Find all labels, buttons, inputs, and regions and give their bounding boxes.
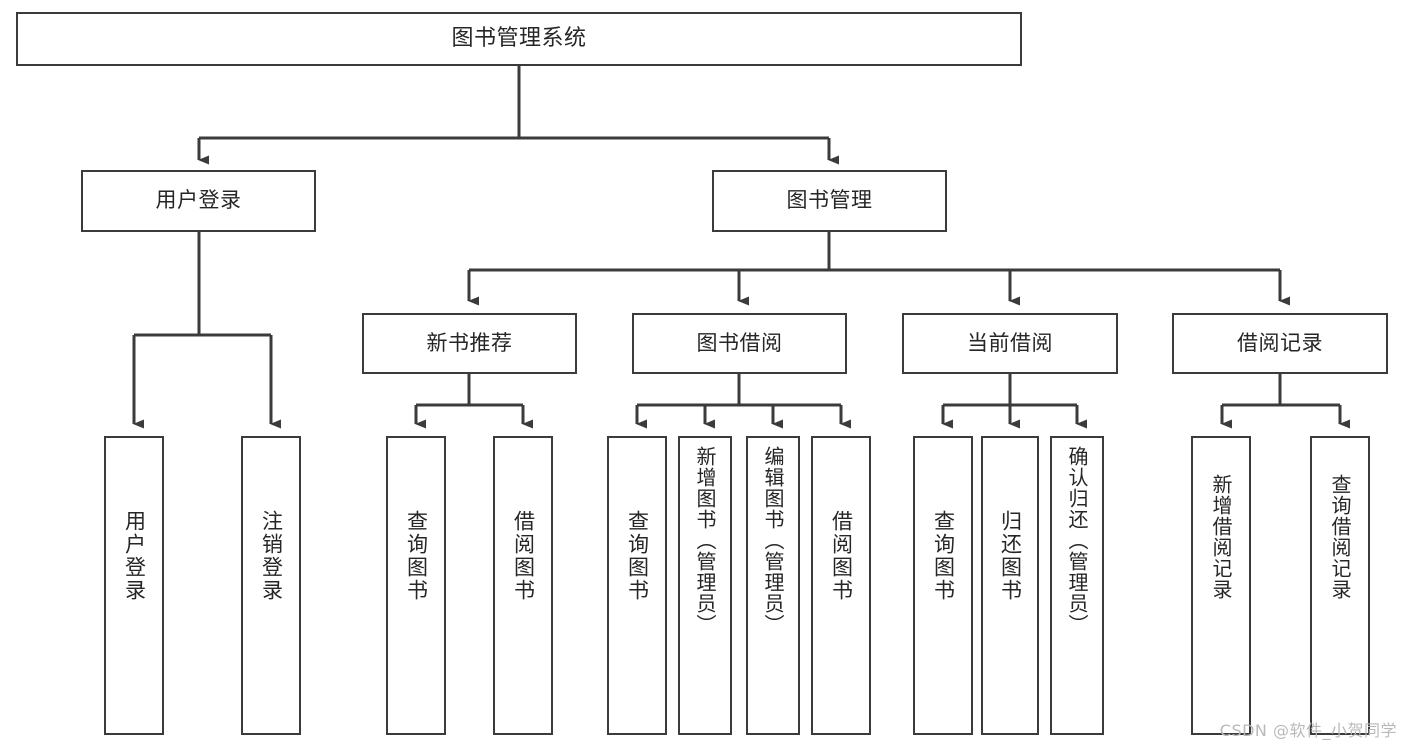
- node-leaf-borrow-book-1-label: 借阅图书: [511, 510, 536, 602]
- node-leaf-add-book[interactable]: 新增图书（管理员）: [678, 436, 732, 735]
- node-leaf-borrow-book-2[interactable]: 借阅图书: [811, 436, 871, 735]
- node-leaf-user-login-label: 用户登录: [122, 510, 147, 602]
- node-leaf-edit-book[interactable]: 编辑图书（管理员）: [746, 436, 800, 735]
- node-leaf-query-book-1-label: 查询图书: [404, 510, 429, 602]
- node-user-login-label: 用户登录: [155, 188, 242, 213]
- node-leaf-add-record[interactable]: 新增借阅记录: [1191, 436, 1251, 735]
- node-borrow-record-label: 借阅记录: [1237, 330, 1323, 355]
- node-leaf-add-book-label: 新增图书（管理员）: [693, 446, 717, 635]
- node-book-borrow-label: 图书借阅: [696, 330, 783, 355]
- node-new-book-rec[interactable]: 新书推荐: [362, 313, 577, 374]
- node-leaf-logout[interactable]: 注销登录: [241, 436, 301, 735]
- node-leaf-query-record-label: 查询借阅记录: [1328, 474, 1352, 600]
- node-leaf-query-book-2-label: 查询图书: [625, 510, 650, 602]
- node-leaf-confirm-return[interactable]: 确认归还（管理员）: [1050, 436, 1104, 735]
- node-leaf-logout-label: 注销登录: [259, 510, 284, 602]
- node-leaf-query-record[interactable]: 查询借阅记录: [1310, 436, 1370, 735]
- node-root-label: 图书管理系统: [451, 25, 587, 51]
- node-book-borrow[interactable]: 图书借阅: [632, 313, 847, 374]
- node-leaf-query-book-3[interactable]: 查询图书: [913, 436, 973, 735]
- node-leaf-add-record-label: 新增借阅记录: [1209, 474, 1233, 600]
- node-leaf-query-book-1[interactable]: 查询图书: [386, 436, 446, 735]
- node-leaf-edit-book-label: 编辑图书（管理员）: [761, 446, 785, 635]
- node-current-borrow[interactable]: 当前借阅: [902, 313, 1118, 374]
- node-leaf-confirm-return-label: 确认归还（管理员）: [1065, 446, 1089, 635]
- node-new-book-rec-label: 新书推荐: [426, 330, 513, 355]
- node-leaf-borrow-book-2-label: 借阅图书: [829, 510, 854, 602]
- node-book-manage-label: 图书管理: [786, 188, 873, 213]
- node-current-borrow-label: 当前借阅: [967, 330, 1053, 355]
- node-borrow-record[interactable]: 借阅记录: [1172, 313, 1388, 374]
- node-leaf-return-book-label: 归还图书: [998, 510, 1023, 602]
- node-leaf-user-login[interactable]: 用户登录: [104, 436, 164, 735]
- node-leaf-query-book-2[interactable]: 查询图书: [607, 436, 667, 735]
- csdn-watermark: CSDN @软件_小贺同学: [1219, 721, 1397, 740]
- node-leaf-borrow-book-1[interactable]: 借阅图书: [493, 436, 553, 735]
- node-book-manage[interactable]: 图书管理: [712, 170, 947, 232]
- node-root[interactable]: 图书管理系统: [16, 12, 1022, 66]
- node-leaf-query-book-3-label: 查询图书: [931, 510, 956, 602]
- node-user-login[interactable]: 用户登录: [81, 170, 316, 232]
- node-leaf-return-book[interactable]: 归还图书: [981, 436, 1039, 735]
